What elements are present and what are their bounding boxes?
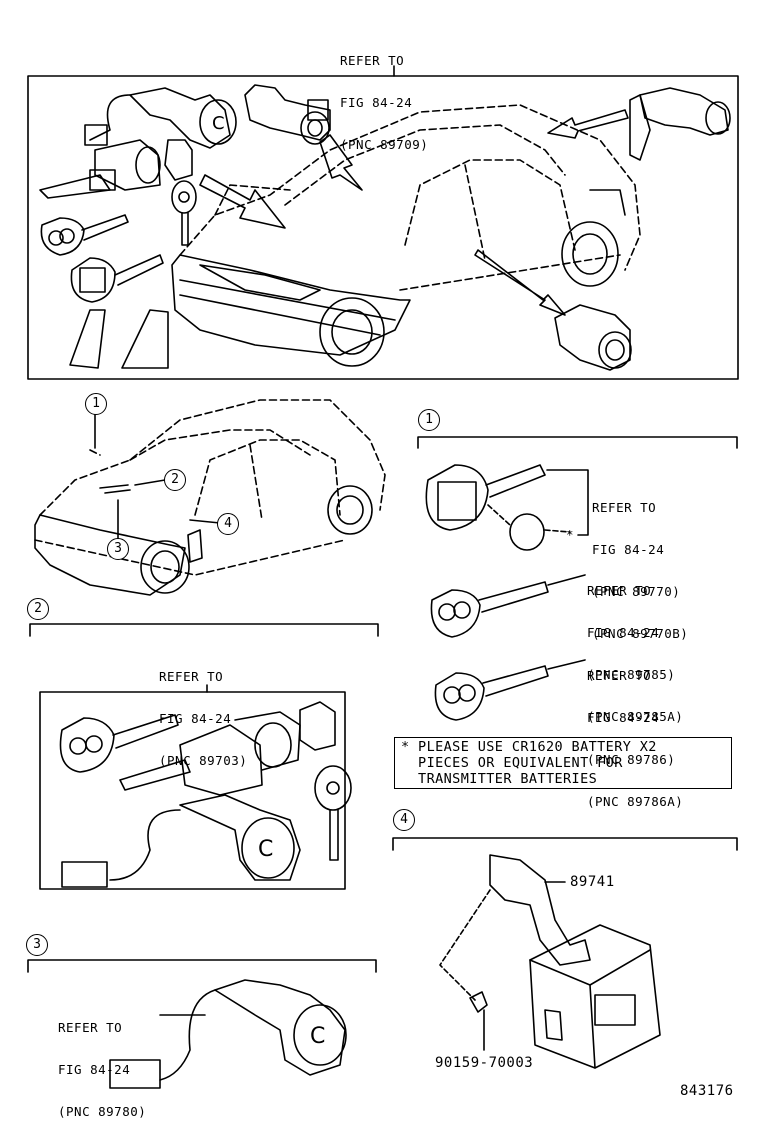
battery-note-line2: PIECES OR EQUIVALENT FOR [401,755,623,771]
section3-index: 3 [26,934,48,956]
keys-top [40,214,169,369]
section1-refer-a-line4: (PNC 89770B) [592,626,689,641]
section2-bracket [29,623,379,637]
svg-text:C: C [258,837,273,862]
section3-refer: REFER TO FIG 84-24 (PNC 89780) [58,993,146,1133]
section1-refer-c-line3: (PNC 89786) [587,752,676,767]
section3-bracket [27,959,377,973]
ignition-cylinder-top: C [39,87,237,199]
top-refer-label: REFER TO FIG 84-24 (PNC 89709) [340,26,428,166]
section2-frame [39,691,346,890]
section1-asterisk: * [566,527,575,542]
section3-refer-line1: REFER TO [58,1020,123,1035]
overview-car [34,399,386,576]
section1-index: 1 [418,409,440,431]
section1-refer-b-line3: (PNC 89785) [587,667,676,682]
section3-parts: C [109,979,347,1089]
top-car-solid [171,189,626,367]
battery-note-line1: * PLEASE USE CR1620 BATTERY X2 [401,739,657,755]
section1-refer-a-line3: (PNC 89770) [592,584,681,599]
overview-car-solid [34,484,373,596]
section4-bracket [392,837,738,851]
overview-leaders [94,413,221,541]
overview-callout-2: 2 [164,469,186,491]
section1-refer-a: REFER TO FIG 84-24 (PNC 89770) (PNC 8977… [592,473,688,655]
section1-bracket [417,436,738,449]
section1-refer-c-line4: (PNC 89786A) [587,794,684,809]
section1-refer-b-line1: REFER TO [587,583,652,598]
section3-refer-line3: (PNC 89780) [58,1104,147,1119]
section1-refer-a-line1: REFER TO [592,500,657,515]
top-arrows [199,109,629,316]
section1-refer-c-line1: REFER TO [587,668,652,683]
section1-refer-b: REFER TO FIG 84-24 (PNC 89785) (PNC 8978… [587,556,683,738]
figure-number: 843176 [680,1083,734,1099]
section2-refer-line2: FIG 84-24 [159,711,232,726]
part-number-89741: 89741 [570,874,615,890]
back-door-lock-top [629,87,731,161]
top-refer-line1: REFER TO [340,53,405,68]
top-panel-frame [27,75,739,380]
section2-refer-line1: REFER TO [159,669,224,684]
top-refer-line2: FIG 84-24 [340,95,413,110]
part-number-90159-70003: 90159-70003 [435,1055,534,1071]
section2-parts: C [59,701,352,888]
door-lock-right-top [554,304,632,371]
section1-refer-c-line2: FIG 84-24 [587,710,660,725]
section1-refer-b-line4: (PNC 89785A) [587,709,684,724]
overview-callout-1: 1 [85,393,107,415]
section2-index: 2 [27,598,49,620]
section1-refer-c: REFER TO FIG 84-24 (PNC 89786) (PNC 8978… [587,641,683,823]
section1-key-c [434,659,586,721]
top-refer-line3: (PNC 89709) [340,137,429,152]
battery-note-box: * PLEASE USE CR1620 BATTERY X2 PIECES OR… [394,737,732,789]
svg-text:C: C [212,113,225,134]
battery-note-line3: TRANSMITTER BATTERIES [401,771,598,787]
section1-refer-a-line2: FIG 84-24 [592,542,665,557]
svg-text:C: C [310,1024,325,1049]
section2-refer-line3: (PNC 89703) [159,753,248,768]
door-lock-top [244,84,331,145]
transmitter-key-top [164,139,197,246]
section4-index: 4 [393,809,415,831]
top-car [179,104,641,291]
section1-key-b [430,574,586,638]
section1-refer-b-line2: FIG 84-24 [587,625,660,640]
overview-callout-4: 4 [217,513,239,535]
section2-refer: REFER TO FIG 84-24 (PNC 89703) [159,642,247,782]
section4-parts [439,854,661,1069]
section1-key-a [425,464,589,551]
section3-refer-line2: FIG 84-24 [58,1062,131,1077]
overview-callout-3: 3 [107,538,129,560]
